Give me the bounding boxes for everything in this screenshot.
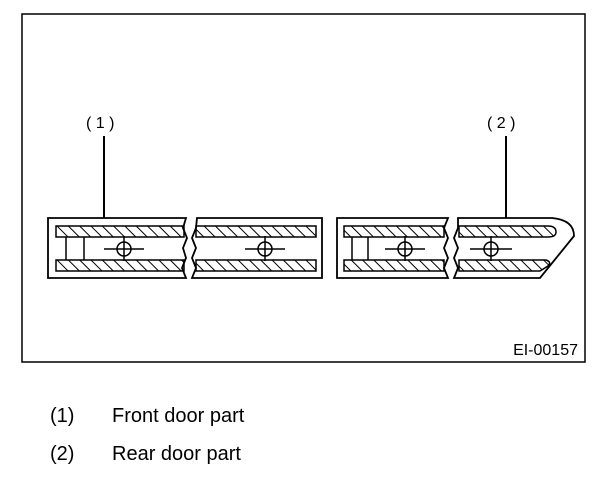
figure-frame <box>21 13 586 363</box>
legend-item-2: (2) Rear door part <box>50 443 241 466</box>
callout-2-label: ( 2 ) <box>487 115 515 132</box>
figure-code: EI-00157 <box>513 342 578 359</box>
legend-item-1-text: Front door part <box>112 405 245 427</box>
front-door-part-left-segment <box>47 217 188 279</box>
legend-item-2-number: (2) <box>50 443 75 465</box>
rear-door-part-left-segment <box>336 217 450 279</box>
rear-door-part-right-segment <box>452 217 575 279</box>
legend-item-2-text: Rear door part <box>112 443 241 465</box>
legend-item-1: (1) Front door part <box>50 405 244 428</box>
front-door-part-right-segment <box>190 217 323 279</box>
legend-item-1-number: (1) <box>50 405 75 427</box>
diagram-figure: ( 1 ) ( 2 ) <box>21 13 586 363</box>
callout-1-label: ( 1 ) <box>86 115 114 132</box>
